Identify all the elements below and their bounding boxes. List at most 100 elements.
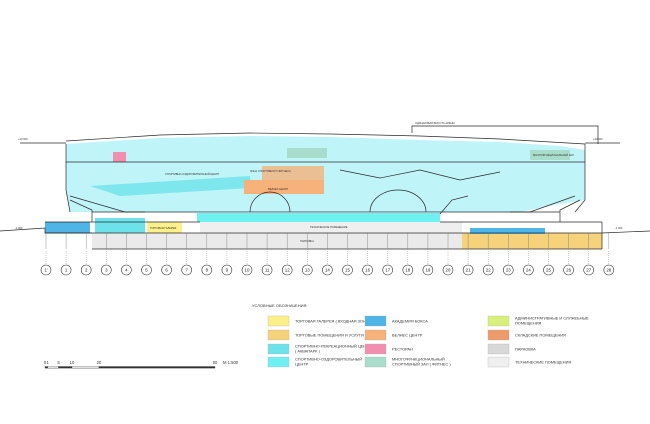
right-wall: [574, 144, 586, 213]
boxing-right-zone: [470, 228, 545, 234]
legend-swatch: [487, 329, 510, 341]
arches: [249, 189, 427, 213]
axis-number: 11: [265, 268, 270, 273]
axis-number: 17: [385, 268, 390, 273]
legend-swatch: [267, 356, 290, 368]
axis-number: 25: [546, 268, 551, 273]
axis-number: 27: [586, 268, 591, 273]
scale-label: М 1:500: [223, 360, 239, 365]
legend-title: УСЛОВНЫЕ ОБОЗНАЧЕНИЯ:: [252, 303, 307, 308]
restaurant-zone: [113, 152, 126, 162]
wellness-upper-zone: [262, 166, 324, 180]
legend: УСЛОВНЫЕ ОБОЗНАЧЕНИЯ: ТОРГОВАЯ ГАЛЕРЕЯ ( …: [252, 303, 589, 368]
axis-number: 1: [65, 268, 68, 273]
pool-zone: [197, 213, 440, 222]
legend-swatch: [267, 315, 290, 327]
roof-parapet: [411, 125, 599, 144]
arena-label: СПОРТИВНО-ОЗДОРОВИТЕЛЬНЫЙ ЦЕНТР: [165, 172, 220, 176]
axis-bubble: [322, 264, 333, 276]
labels-layer: ОДИНАКОВАЯ ВЫСОТА АРЕНЫ+33.000+33.000-1.…: [15, 121, 623, 243]
fitness-zone: [90, 176, 250, 196]
axis-bubble: [563, 264, 574, 276]
axis-number: 1': [44, 268, 47, 273]
legend-item-text: АКАДЕМИЯ БОКСА: [392, 319, 428, 324]
axis-number: 8: [206, 268, 209, 273]
boxing-zone: [45, 222, 90, 233]
technical-zone: [200, 222, 462, 233]
legend-item-text: ПОМЕЩЕНИЯ: [515, 320, 542, 325]
parking-zone: [92, 233, 462, 249]
axis-bubble: [402, 264, 414, 276]
gallery-zone: [147, 222, 182, 233]
legend-item-text: ПАРКОВКА: [515, 347, 536, 352]
axis-number: 20: [446, 268, 451, 273]
gallery-label: ТОРГОВАЯ ГАЛЕРЕЯ: [150, 226, 176, 230]
axis-bubble: [161, 264, 172, 276]
axis-bubble: [482, 264, 494, 276]
axis-number: 15: [345, 268, 350, 273]
legend-item-text: ( АКВАПАРК ): [295, 348, 321, 353]
recreation-low-zone: [95, 218, 145, 233]
roof-line: [65, 132, 586, 145]
scale-tick-label: 50: [213, 360, 218, 365]
axis-number: 21: [466, 268, 471, 273]
legend-swatch: [487, 343, 510, 355]
legend-swatch: [267, 329, 290, 341]
axis-number: 7: [185, 268, 188, 273]
axis-bubble: [261, 264, 273, 276]
axis-number: 28: [606, 268, 611, 273]
axis-number: 6: [165, 268, 168, 273]
wellness-label: ВЕЛНЕС ЦЕНТР: [268, 187, 288, 191]
axis-number: 23: [506, 268, 511, 273]
right-ground-label: -1.000: [615, 226, 623, 230]
axis-bubble: [543, 264, 554, 276]
axis-bubble: [442, 264, 454, 276]
legend-item-text: ТЕХНИЧЕСКИЕ ПОМЕЩЕНИЯ: [515, 360, 571, 365]
scale-tick-label: 0: [44, 360, 47, 365]
axis-number: 2: [85, 268, 88, 273]
legend-item-text: АДМИНИСТРАТИВНЫЕ И СЛУЖЕБНЫЕ: [515, 316, 589, 321]
axis-bubble: [583, 264, 595, 276]
legend-swatch: [364, 329, 387, 341]
left-wall: [65, 144, 71, 213]
legend-item-text: МНОГОФУНКЦИОНАЛЬНЫЙ: [392, 357, 445, 362]
scale-segment: [44, 366, 48, 369]
axis-bubble: [101, 264, 112, 276]
left-ground-label: -1.000: [15, 226, 23, 230]
roof-label: ОДИНАКОВАЯ ВЫСОТА АРЕНЫ: [415, 121, 456, 125]
fitness-green-right-zone: [530, 150, 570, 160]
ramp-lines: [339, 169, 501, 181]
fitness-green-zone: [287, 148, 327, 158]
axis-number: 5: [145, 268, 148, 273]
axis-bubble: [40, 264, 52, 276]
axis-bubble: [201, 264, 213, 276]
axis-number: 19: [425, 268, 430, 273]
scale-tick-label: 10: [70, 360, 75, 365]
legend-swatch: [487, 356, 510, 368]
legend-swatch: [487, 315, 510, 327]
fitness-zone-label: ЗОНА СПОРТИВНОГО ФИТНЕСА: [250, 169, 291, 173]
shops-zone: [462, 233, 602, 249]
legend-item-text: СКЛАДСКИЕ ПОМЕЩЕНИЯ: [515, 333, 566, 338]
zones-layer: [45, 136, 602, 249]
legend-item-text: ТОРГОВАЯ ГАЛЕРЕЯ ( ВХОДНАЯ ЗОНА: [295, 319, 369, 324]
axis-bubble: [502, 264, 514, 276]
stands-lower: [69, 199, 581, 222]
axis-number: 9: [226, 268, 229, 273]
axis-number: 4: [125, 268, 128, 273]
legend-swatch: [364, 315, 387, 327]
axis-number: 13: [305, 268, 310, 273]
axis-number: 22: [486, 268, 491, 273]
axis-bubble: [141, 264, 152, 276]
axis-number: 16: [365, 268, 370, 273]
legend-swatch: [364, 356, 387, 368]
axis-number: 12: [285, 268, 290, 273]
hall-label: МНОГОФУНКЦИОНАЛЬНЫЙ ЗАЛ: [533, 153, 574, 157]
scale-segment: [71, 366, 100, 369]
axis-bubble: [382, 264, 394, 276]
scale-tick-label: 1: [47, 360, 50, 365]
axis-bubble: [221, 264, 233, 276]
legend-item-text: РЕСТОРАН: [392, 347, 413, 352]
axis-number: 18: [405, 268, 410, 273]
